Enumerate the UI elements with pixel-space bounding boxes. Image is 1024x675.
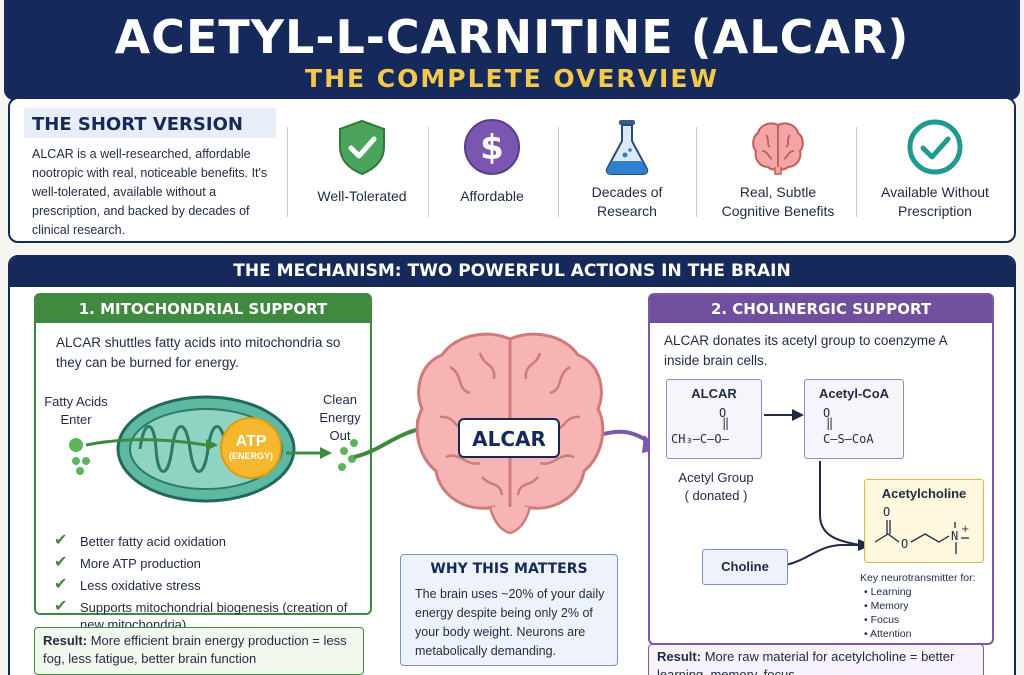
benefit-text: Better fatty acid oxidation: [80, 534, 226, 549]
why-this-matters-box: WHY THIS MATTERS The brain uses ~20% of …: [400, 554, 618, 666]
acetyl-coa-title: Acetyl-CoA: [818, 386, 890, 401]
shield-check-icon: [339, 119, 385, 176]
clean-energy-label: Clean Energy Out: [319, 392, 361, 443]
acetyl-coa-box: Acetyl-CoA O ‖ C—S–CoA: [804, 379, 904, 459]
fatty-acids-label: Fatty Acids Enter: [44, 394, 108, 427]
mitochondrial-result: Result: More efficient brain energy prod…: [34, 627, 364, 675]
feature-well-tolerated: Well-Tolerated: [302, 117, 422, 229]
brain-icon: [752, 122, 804, 175]
feature-label: Affordable: [460, 188, 524, 204]
key-neurotransmitter-list: Key neurotransmitter for: • Learning • M…: [860, 571, 996, 641]
page-subtitle: THE COMPLETE OVERVIEW: [305, 64, 719, 93]
divider: [696, 127, 697, 217]
key-item-text: Memory: [870, 600, 909, 612]
acetylcholine-structure: O O N +: [874, 506, 969, 554]
double-bond: ‖: [826, 416, 834, 430]
result-text: More efficient brain energy production =…: [43, 633, 347, 666]
svg-text:$: $: [480, 128, 504, 168]
key-item-text: Attention: [870, 628, 912, 640]
feature-label: Well-Tolerated: [317, 188, 407, 204]
svg-text:O: O: [901, 537, 908, 551]
acetylcholine-box: Acetylcholine O O N +: [864, 479, 984, 563]
alcar-box-title: ALCAR: [691, 386, 737, 401]
mitochondrial-benefits: ✔ Better fatty acid oxidation ✔ More ATP p…: [52, 532, 372, 638]
carbonyl-o: O: [823, 406, 831, 420]
arrow-to-acetyl-coa: [764, 409, 804, 421]
atp-label: ATP: [235, 433, 267, 450]
short-version-text: ALCAR is a well-researched, affordable n…: [32, 147, 268, 237]
feature-label: Real, Subtle Cognitive Benefits: [721, 184, 835, 219]
feature-cognitive: Real, Subtle Cognitive Benefits: [710, 117, 846, 229]
key-item: • Focus: [864, 614, 900, 626]
feature-label: Available Without Prescription: [881, 184, 989, 219]
choline-box: Choline: [702, 549, 788, 585]
check-icon: ✔: [54, 554, 68, 571]
benefit-text: More ATP production: [80, 556, 201, 571]
benefit-item: ✔Supports mitochondrial biogenesis (crea…: [52, 598, 372, 633]
choline-label: Choline: [721, 559, 769, 574]
feature-research: Decades of Research: [568, 117, 686, 229]
check-circle-icon: [907, 119, 963, 175]
why-text: The brain uses ~20% of your daily energy…: [415, 587, 605, 658]
page-title: ACETYL-L-CARNITINE (ALCAR): [114, 10, 910, 64]
atp-sublabel: (ENERGY): [228, 451, 273, 461]
acetylcholine-title: Acetylcholine: [881, 486, 967, 501]
flask-icon: [605, 120, 649, 175]
alcar-formula: CH₃—C—O–: [671, 432, 729, 446]
divider: [287, 127, 288, 217]
brain-alcar-label: ALCAR: [458, 418, 560, 458]
mechanism-header: THE MECHANISM: TWO POWERFUL ACTIONS IN T…: [10, 257, 1014, 287]
divider: [428, 127, 429, 217]
mitochondrial-support-panel: 1. MITOCHONDRIAL SUPPORT ALCAR shuttles …: [34, 293, 372, 632]
key-label: Key neurotransmitter for:: [860, 572, 976, 584]
divider: [856, 127, 857, 217]
feature-affordable: $ Affordable: [438, 117, 546, 229]
benefit-item: ✔ More ATP production: [52, 554, 372, 572]
mitochondrion-illustration: [69, 395, 358, 503]
cholinergic-support-panel: 2. CHOLINERGIC SUPPORT ALCAR donates its…: [648, 293, 994, 645]
check-icon: ✔: [54, 532, 68, 549]
double-bond: ‖: [722, 416, 730, 430]
result-label: Result:: [43, 633, 88, 648]
key-item: • Learning: [864, 586, 912, 598]
mechanism-panel: THE MECHANISM: TWO POWERFUL ACTIONS IN T…: [8, 255, 1016, 675]
cholinergic-intro: ALCAR donates its acetyl group to coenzy…: [664, 333, 947, 368]
why-heading: WHY THIS MATTERS: [430, 561, 588, 577]
svg-text:N: N: [951, 529, 958, 543]
header-banner: ACETYL-L-CARNITINE (ALCAR) THE COMPLETE …: [4, 0, 1020, 100]
key-item: • Attention: [864, 628, 912, 640]
benefit-text: Less oxidative stress: [80, 578, 201, 593]
cholinergic-result: Result: More raw material for acetylchol…: [648, 644, 984, 675]
short-version-heading: THE SHORT VERSION: [24, 108, 276, 138]
acetyl-coa-formula: C—S–CoA: [823, 432, 874, 446]
mitochondrial-intro: ALCAR shuttles fatty acids into mitochon…: [56, 335, 341, 370]
feature-no-prescription: Available Without Prescription: [866, 117, 1004, 229]
alcar-molecule-box: ALCAR O ‖ CH₃—C—O–: [666, 379, 762, 459]
cholinergic-heading: 2. CHOLINERGIC SUPPORT: [650, 295, 992, 323]
result-label: Result:: [657, 649, 702, 664]
feature-label: Decades of Research: [591, 184, 663, 219]
key-item-text: Learning: [870, 586, 912, 598]
mechanism-title: THE MECHANISM: TWO POWERFUL ACTIONS IN T…: [233, 261, 791, 281]
key-item-text: Focus: [870, 614, 900, 626]
divider: [558, 127, 559, 217]
short-version-panel: THE SHORT VERSION ALCAR is a well-resear…: [8, 97, 1016, 243]
acetyl-donated-note: ( donated ): [684, 488, 748, 503]
check-icon: ✔: [54, 598, 68, 615]
benefit-item: ✔ Less oxidative stress: [52, 576, 372, 594]
svg-text:O: O: [883, 506, 890, 519]
carbonyl-o: O: [719, 406, 727, 420]
acetyl-group-label: Acetyl Group: [678, 470, 754, 485]
mitochondrial-heading: 1. MITOCHONDRIAL SUPPORT: [36, 295, 370, 323]
svg-text:+: +: [961, 524, 969, 535]
check-icon: ✔: [54, 576, 68, 593]
result-text: More raw material for acetylcholine = be…: [657, 649, 955, 675]
dollar-icon: $: [464, 119, 520, 175]
benefit-item: ✔ Better fatty acid oxidation: [52, 532, 372, 550]
atp-badge: ATP (ENERGY): [220, 417, 282, 479]
key-item: • Memory: [864, 600, 909, 612]
